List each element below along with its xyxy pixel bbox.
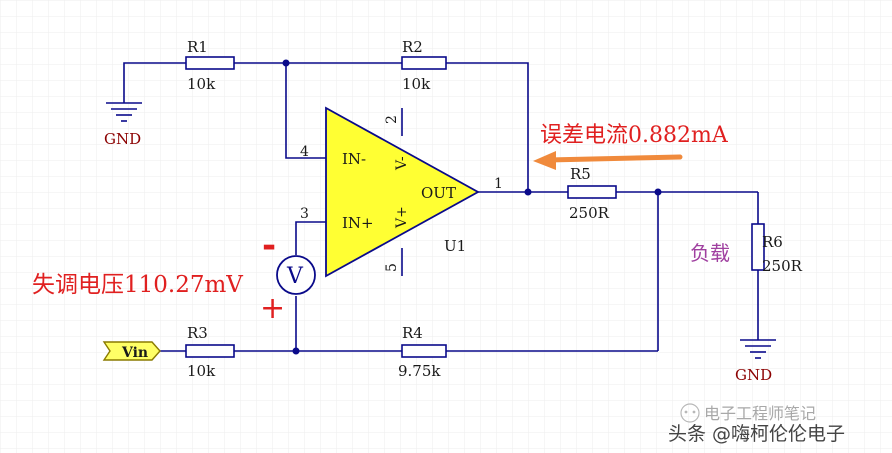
voltmeter-symbol: V	[286, 264, 304, 289]
junction-dot	[292, 347, 300, 355]
opamp-supply-neg: V-	[394, 156, 410, 171]
r5-ref: R5	[570, 165, 591, 183]
vin-port-icon[interactable]	[102, 341, 161, 361]
junction-dot	[654, 188, 662, 196]
pin-number-vpos: 5	[384, 263, 400, 272]
watermark-logo-dot	[692, 410, 696, 414]
r2-value: 10k	[402, 75, 431, 93]
r4-value: 9.75k	[398, 362, 441, 380]
opamp-supply-pos: V+	[394, 206, 410, 229]
error-current-annotation: 误差电流0.882mA	[540, 123, 729, 148]
pin-number-inplus: 3	[300, 206, 309, 222]
resistor-r3[interactable]	[185, 344, 235, 358]
r3-value: 10k	[187, 362, 216, 380]
junctions	[282, 59, 662, 355]
r1-value: 10k	[187, 75, 216, 93]
resistor-r1[interactable]	[185, 56, 235, 70]
gnd-top-label: GND	[104, 130, 141, 148]
watermark-line1: 电子工程师笔记	[704, 404, 816, 423]
r3-ref: R3	[187, 324, 208, 342]
resistor-r4[interactable]	[401, 344, 447, 358]
r1-ref: R1	[187, 38, 208, 56]
resistors	[185, 56, 765, 358]
ground-top-icon	[106, 102, 142, 122]
resistor-r2[interactable]	[401, 56, 447, 70]
voltmeter-plus-sign: +	[260, 291, 285, 326]
pin-number-out: 1	[494, 176, 503, 192]
wire-junction-inminus	[285, 63, 326, 159]
pin-number-vneg: 2	[384, 115, 400, 124]
gnd-bottom-label: GND	[735, 366, 772, 384]
arrowhead-icon	[533, 151, 556, 170]
watermark-logo-dot	[684, 410, 688, 414]
pin-number-inminus: 4	[300, 144, 309, 160]
voltmeter-minus-sign: -	[262, 226, 276, 266]
wire-gnd1-r1	[123, 62, 186, 103]
watermark-logo-icon	[680, 403, 700, 423]
r4-ref: R4	[402, 324, 423, 342]
wire-inplus-voltmeter	[295, 221, 326, 255]
opamp-ref: U1	[444, 237, 466, 255]
r2-ref: R2	[402, 38, 423, 56]
error-current-arrow-icon	[545, 154, 683, 163]
watermark-line2: 头条 @嗨柯伦伦电子	[668, 423, 845, 445]
resistor-r6[interactable]	[751, 223, 765, 271]
junction-dot	[282, 59, 290, 67]
watermark: 电子工程师笔记 头条 @嗨柯伦伦电子	[668, 403, 845, 445]
offset-voltage-annotation: 失调电压110.27mV	[32, 272, 243, 298]
wire-r2-output	[446, 62, 529, 192]
r6-ref: R6	[762, 233, 783, 251]
vin-label: Vin	[121, 345, 148, 361]
opamp-pin-inminus: IN-	[342, 150, 366, 168]
opamp-u1[interactable]	[325, 106, 480, 278]
r6-value: 250R	[762, 257, 803, 275]
opamp-pin-out: OUT	[421, 184, 456, 202]
voltmeter-icon[interactable]	[276, 255, 316, 295]
opamp-pin-inplus: IN+	[342, 214, 374, 232]
ground-bottom-icon	[740, 339, 776, 359]
resistor-r5[interactable]	[567, 185, 617, 199]
r5-value: 250R	[569, 204, 610, 222]
junction-dot	[524, 188, 532, 196]
load-annotation: 负载	[690, 241, 730, 265]
wires	[123, 62, 759, 352]
